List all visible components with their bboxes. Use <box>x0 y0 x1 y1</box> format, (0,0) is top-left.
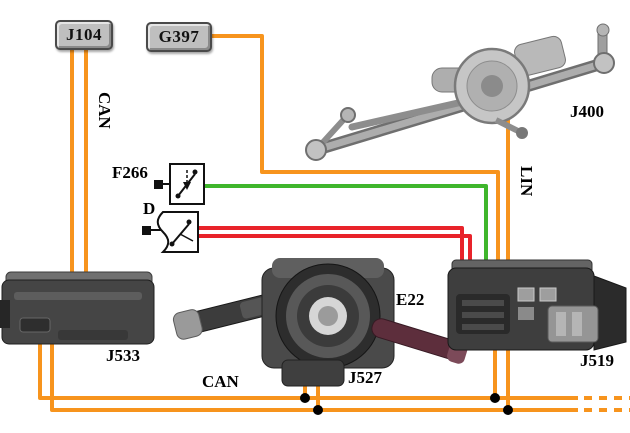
label-can-left: CAN <box>95 92 114 129</box>
wire-can-bus-b <box>50 334 578 412</box>
component-label-g397: G397 <box>158 27 200 46</box>
label-can-bottom: CAN <box>202 372 239 391</box>
wires <box>38 34 630 415</box>
component-f266-symbol <box>154 163 205 205</box>
label-f266: F266 <box>112 163 148 182</box>
junction-dot <box>300 393 310 403</box>
component-j400-graphic <box>305 23 615 161</box>
label-j519: J519 <box>580 351 614 370</box>
component-box-j104: J104 <box>55 20 113 50</box>
component-d-symbol <box>142 211 199 253</box>
label-d: D <box>143 199 156 218</box>
wire-f266 <box>200 184 488 276</box>
junction-dot <box>490 393 500 403</box>
label-j527: J527 <box>348 368 382 387</box>
junction-dot <box>313 405 323 415</box>
component-j527-graphic <box>172 258 469 387</box>
component-box-g397: G397 <box>146 22 212 52</box>
component-j533-graphic <box>0 271 155 345</box>
label-e22: E22 <box>396 290 425 309</box>
label-lin: LIN <box>517 166 536 197</box>
junction-dot <box>503 405 513 415</box>
component-j519-graphic <box>447 259 627 351</box>
wire-lin-g397 <box>210 34 500 276</box>
component-label-j104: J104 <box>66 25 102 44</box>
label-j400: J400 <box>570 102 604 121</box>
wire-can-bus-a <box>38 334 578 400</box>
label-j533: J533 <box>106 346 140 365</box>
